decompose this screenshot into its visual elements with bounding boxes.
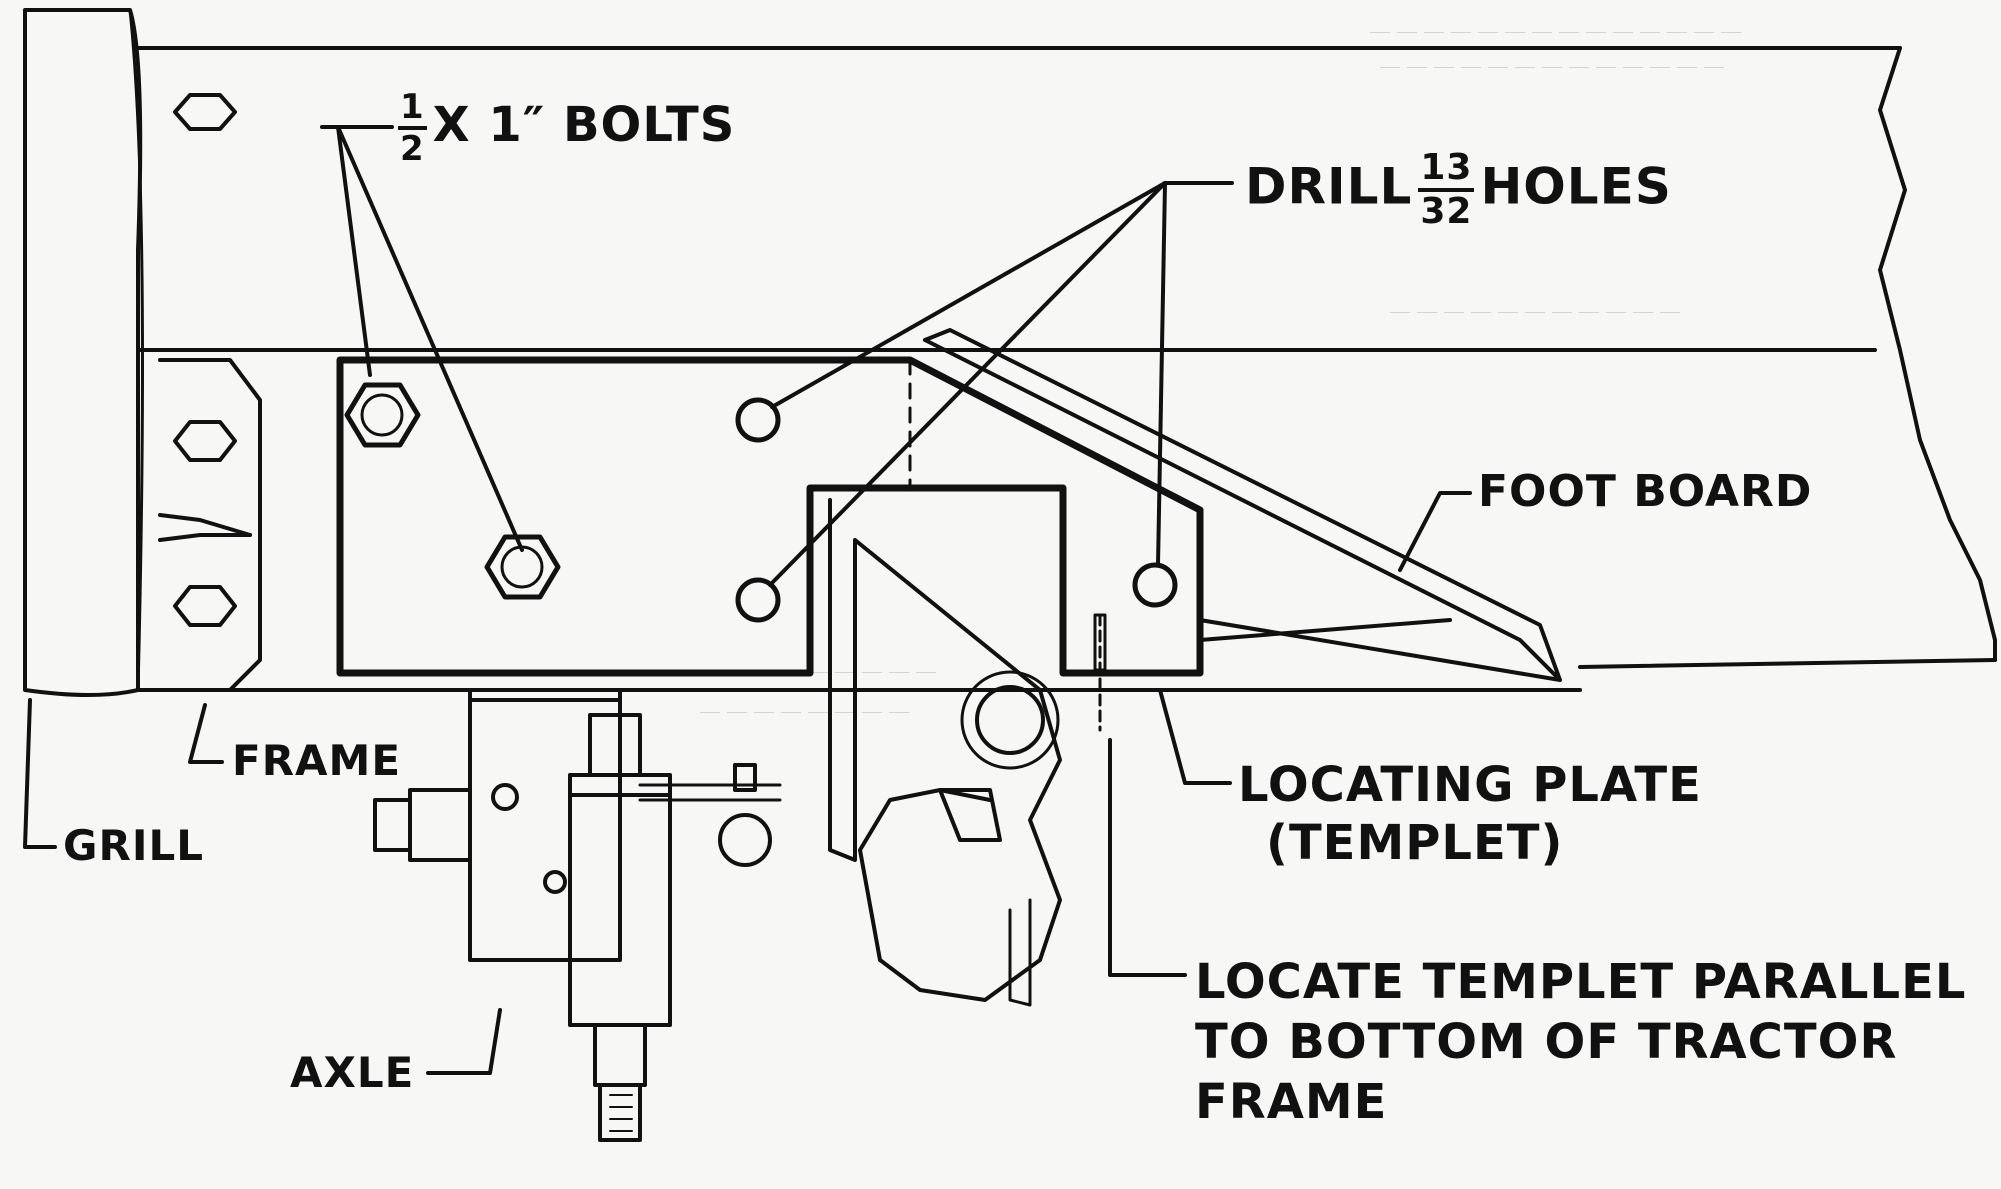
tie-rod-end-icon xyxy=(718,813,772,867)
tractor-frame xyxy=(136,46,1997,692)
drill-label: DRILL 13 32 HOLES xyxy=(1245,150,1672,230)
drill-prefix: DRILL xyxy=(1245,157,1413,216)
drill-suffix: HOLES xyxy=(1480,157,1672,216)
locating-pin xyxy=(1093,613,1107,732)
locating-plate-label: LOCATING PLATE (TEMPLET) xyxy=(1238,757,1702,872)
hex-bolt-icon xyxy=(173,585,237,627)
pivot-pin-outer-icon xyxy=(960,670,1060,770)
locate-templet-line1: LOCATE TEMPLET PARALLEL xyxy=(1195,954,1967,1010)
hex-bolt-icon xyxy=(173,420,237,462)
bolt-washer-icon xyxy=(360,393,404,437)
drill-fraction-numerator: 13 xyxy=(1418,150,1475,192)
frame-label: FRAME xyxy=(232,736,402,785)
frame-bolt-heads xyxy=(173,93,237,627)
leader-lines xyxy=(23,125,1472,1075)
hole-icon xyxy=(735,577,781,623)
axle-assembly xyxy=(373,688,782,1142)
nut-icon xyxy=(543,870,567,894)
hex-bolt-icon xyxy=(484,534,561,600)
locating-plate-line1: LOCATING PLATE xyxy=(1238,757,1702,813)
templet-bolts xyxy=(344,382,561,600)
bolts-fraction-denominator: 2 xyxy=(400,129,425,169)
hitch-bracket xyxy=(828,498,1062,1007)
hole-icon xyxy=(1132,562,1178,608)
locating-plate xyxy=(336,356,1204,677)
hex-bolt-icon xyxy=(173,93,237,131)
pivot-pin-icon xyxy=(975,685,1045,755)
axle-label: AXLE xyxy=(290,1048,415,1097)
foot-board-label: FOOT BOARD xyxy=(1478,466,1813,517)
drill-fraction: 13 32 xyxy=(1418,150,1475,232)
bolts-text: X 1″ BOLTS xyxy=(432,97,736,153)
foot-board xyxy=(923,328,1562,682)
grill-bracket xyxy=(158,358,262,692)
grill-label: GRILL xyxy=(63,821,204,870)
hex-bolt-icon xyxy=(344,382,421,448)
nut-icon xyxy=(491,783,519,811)
locate-templet-line3: FRAME xyxy=(1195,1074,1388,1130)
grill xyxy=(23,8,144,697)
drill-fraction-denominator: 32 xyxy=(1420,191,1473,232)
drill-holes xyxy=(735,397,1178,623)
bolts-fraction: 1 2 xyxy=(398,90,427,166)
locate-templet-line2: TO BOTTOM OF TRACTOR xyxy=(1195,1014,1898,1070)
bolts-label: 1 2 X 1″ BOLTS xyxy=(392,90,735,166)
locating-plate-line2: (TEMPLET) xyxy=(1266,814,1564,871)
bolts-fraction-numerator: 1 xyxy=(398,90,427,130)
locate-templet-label: LOCATE TEMPLET PARALLEL TO BOTTOM OF TRA… xyxy=(1195,952,1966,1132)
hole-icon xyxy=(735,397,781,443)
bolt-washer-icon xyxy=(500,545,544,589)
